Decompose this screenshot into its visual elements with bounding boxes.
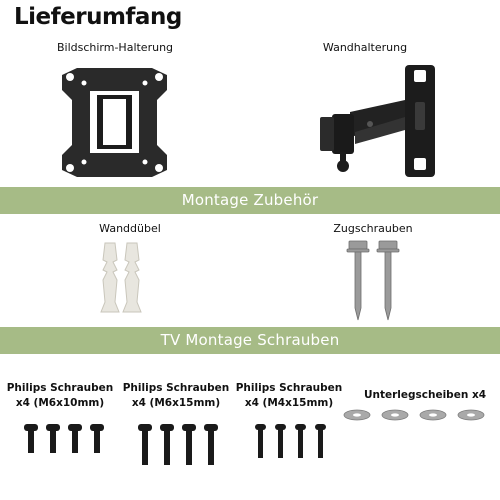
screw-group-3-name: Philips Schrauben bbox=[235, 382, 343, 394]
wall-mount-label: Wandhalterung bbox=[322, 41, 408, 54]
section-band-tv-screws: TV Montage Schrauben bbox=[0, 327, 500, 354]
lag-screws-image bbox=[346, 240, 400, 321]
screws-m6x15-image bbox=[138, 424, 218, 465]
washers-image bbox=[343, 409, 485, 421]
screws-m6x10-image bbox=[24, 424, 104, 453]
section-band-accessories: Montage Zubehör bbox=[0, 187, 500, 214]
wall-dowels-image bbox=[100, 242, 142, 313]
screw-group-1-qty: x4 (M6x10mm) bbox=[15, 397, 105, 409]
screw-group-2-label: Philips Schrauben x4 (M6x15mm) bbox=[120, 381, 232, 411]
screw-group-1-label: Philips Schrauben x4 (M6x10mm) bbox=[5, 381, 115, 411]
screw-group-2-qty: x4 (M6x15mm) bbox=[131, 397, 221, 409]
screen-mount-plate-image bbox=[62, 68, 167, 177]
dowels-label: Wanddübel bbox=[99, 222, 161, 235]
screw-group-1-name: Philips Schrauben bbox=[6, 382, 114, 394]
screw-group-3-qty: x4 (M4x15mm) bbox=[244, 397, 334, 409]
screws-m4x15-image bbox=[255, 424, 326, 458]
wall-mount-arm-image bbox=[320, 65, 435, 177]
washers-label: Unterlegscheiben x4 bbox=[363, 389, 487, 401]
screen-mount-label: Bildschirm-Halterung bbox=[56, 41, 174, 54]
screw-group-3-label: Philips Schrauben x4 (M4x15mm) bbox=[233, 381, 345, 411]
page-title: Lieferumfang bbox=[14, 4, 182, 30]
screw-group-2-name: Philips Schrauben bbox=[122, 382, 230, 394]
lag-screws-label: Zugschrauben bbox=[333, 222, 413, 235]
